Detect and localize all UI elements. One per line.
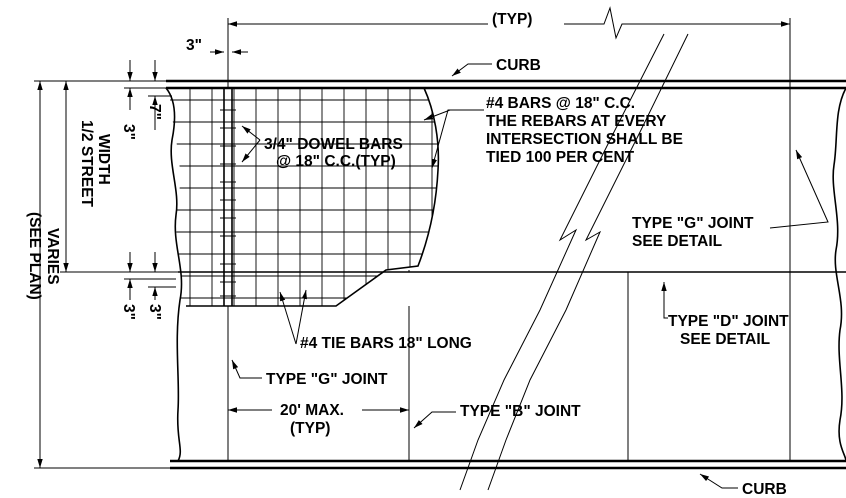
pavement-right-break — [832, 87, 846, 462]
rebar-note-line3: INTERSECTION SHALL BE — [486, 131, 683, 148]
joint-g-right-line2: SEE DETAIL — [632, 233, 722, 250]
dim-3-left-bot2-label: 3" — [146, 304, 163, 320]
tie-bars-label: #4 TIE BARS 18" LONG — [300, 335, 472, 352]
top-curb — [166, 79, 846, 90]
bottom-curb — [170, 459, 846, 470]
joint-d-line2: SEE DETAIL — [680, 331, 770, 348]
dowel-note-line1: 3/4" DOWEL BARS — [264, 136, 403, 153]
half-street-line2: WIDTH — [95, 134, 112, 185]
leaders — [231, 63, 829, 489]
left-dimensions — [34, 60, 178, 469]
dowel-note-line2: @ 18" C.C.(TYP) — [276, 153, 396, 170]
varies-line2: (SEE PLAN) — [26, 212, 43, 300]
dim-3-top-label: 3" — [186, 37, 202, 54]
joint-g-right-line1: TYPE "G" JOINT — [632, 215, 754, 232]
joint-d-line1: TYPE "D" JOINT — [668, 313, 789, 330]
rebar-mat — [169, 87, 440, 307]
joint-b-label: TYPE "B" JOINT — [460, 403, 581, 420]
dowel-bars — [220, 88, 236, 306]
max-label-line2: (TYP) — [290, 420, 330, 437]
rebar-note-line2: THE REBARS AT EVERY — [486, 113, 667, 130]
joint-g-left-label: TYPE "G" JOINT — [266, 371, 388, 388]
curb-top-label: CURB — [496, 57, 541, 74]
max-label-line1: 20' MAX. — [280, 402, 344, 419]
dim-3-left-top-label: 3" — [120, 124, 137, 140]
pavement-left-break — [165, 87, 183, 462]
rebar-note-line1: #4 BARS @ 18" C.C. — [486, 95, 635, 112]
typ-top-label: (TYP) — [492, 11, 532, 28]
street-break-lines — [459, 33, 689, 491]
curb-bottom-label: CURB — [742, 481, 787, 498]
half-street-line1: 1/2 STREET — [78, 120, 95, 208]
rebar-note-line4: TIED 100 PER CENT — [486, 149, 635, 166]
dim-7-label: 7" — [146, 104, 163, 120]
dim-3-left-bot1-label: 3" — [120, 304, 137, 320]
typ-dimension — [228, 6, 790, 40]
varies-line1: VARIES — [44, 228, 61, 285]
